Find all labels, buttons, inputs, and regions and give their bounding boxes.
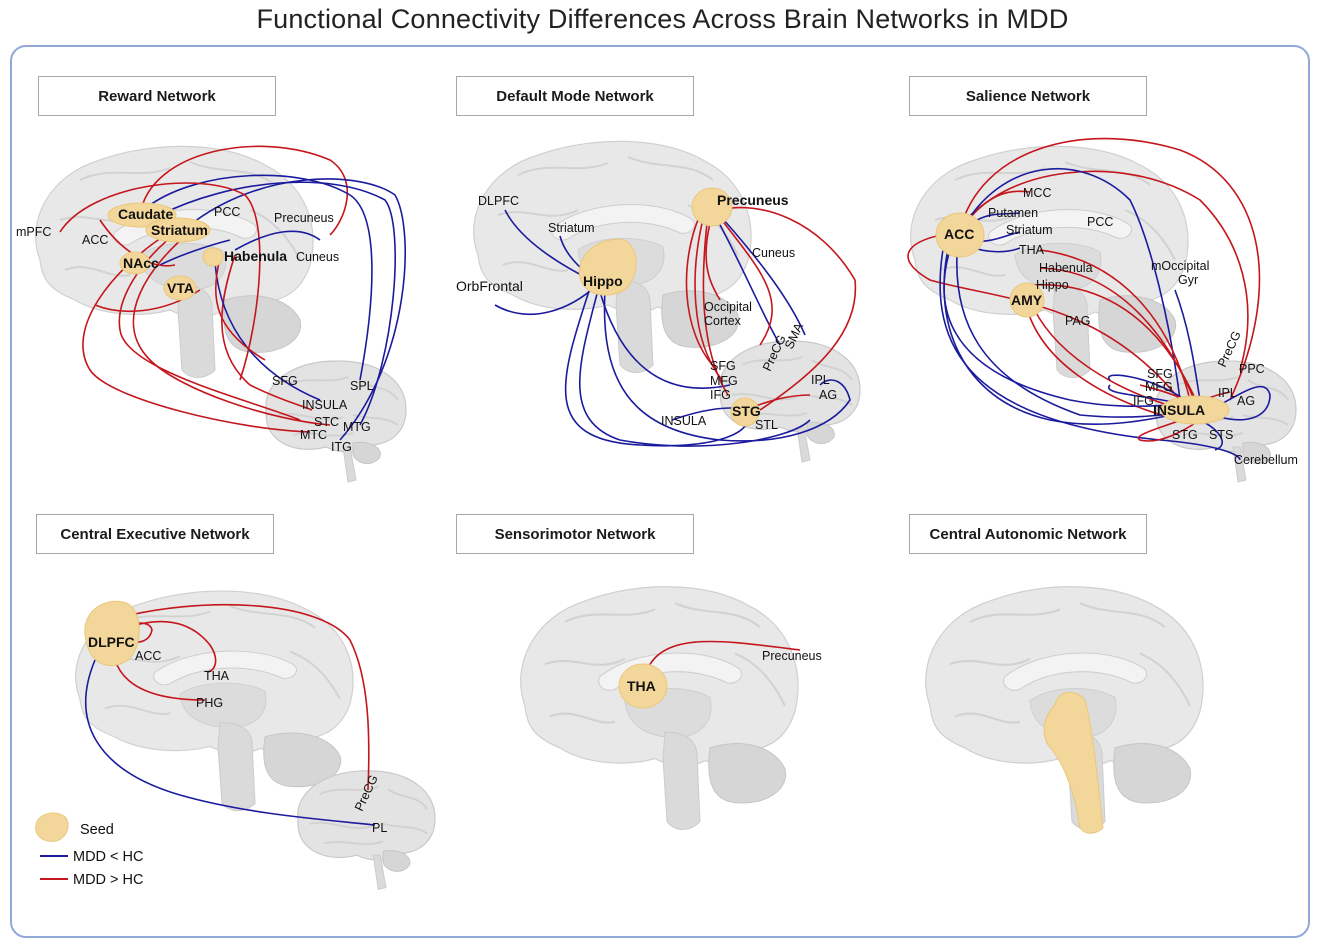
region-label: IFG xyxy=(1133,394,1154,408)
region-label: mOccipital xyxy=(1151,259,1209,273)
legend: Seed MDD < HC MDD > HC xyxy=(35,812,144,888)
region-label: IPL xyxy=(1218,386,1237,400)
region-label: ACC xyxy=(82,233,108,247)
seed-marker xyxy=(1160,395,1230,425)
region-label: Occipital xyxy=(704,300,752,314)
region-label: PAG xyxy=(1065,314,1090,328)
panel-default-mode-network: Precuneus Hippo STG DLPFC Striatum OrbFr… xyxy=(456,140,861,463)
region-label: OrbFrontal xyxy=(456,278,523,294)
figure-frame xyxy=(10,45,1310,938)
region-label: Cortex xyxy=(704,314,742,328)
seed-label: Hippo xyxy=(583,273,623,289)
seed-marker xyxy=(163,275,197,301)
region-label: Cuneus xyxy=(296,250,339,264)
seed-label: NAcc xyxy=(123,255,159,271)
seed-marker xyxy=(618,663,668,709)
region-label: SFG xyxy=(1147,367,1173,381)
seed-label: AMY xyxy=(1011,292,1043,308)
region-label: THA xyxy=(1019,243,1045,257)
seed-marker xyxy=(691,187,733,227)
panel-central-executive-network: DLPFC ACC THA PHG PreCG PL Seed MDD < HC… xyxy=(35,590,437,891)
region-label: IFG xyxy=(710,388,731,402)
region-label: MCC xyxy=(1023,186,1051,200)
region-label: AG xyxy=(1237,394,1255,408)
panel-title-default-mode: Default Mode Network xyxy=(456,76,694,116)
seed-marker xyxy=(730,397,760,427)
region-label: STG xyxy=(1172,428,1198,442)
seed-label: INSULA xyxy=(1153,402,1205,418)
figure-title: Functional Connectivity Differences Acro… xyxy=(256,4,1069,34)
legend-red-label: MDD > HC xyxy=(73,872,144,888)
region-label: MFG xyxy=(710,374,738,388)
region-label: THA xyxy=(204,669,230,683)
seed-marker xyxy=(935,212,985,258)
region-label: PPC xyxy=(1239,362,1265,376)
region-label: MTG xyxy=(343,420,371,434)
region-label: PCC xyxy=(1087,215,1113,229)
seed-marker xyxy=(578,238,637,296)
panel-central-autonomic-network xyxy=(924,585,1205,834)
region-label: INSULA xyxy=(661,414,707,428)
seed-label: Striatum xyxy=(151,222,208,238)
region-label: Habenula xyxy=(1039,261,1093,275)
region-label: Precuneus xyxy=(274,211,334,225)
region-label: STC xyxy=(314,415,339,429)
region-label: PL xyxy=(372,821,387,835)
seed-label: THA xyxy=(627,678,656,694)
region-label: SFG xyxy=(272,374,298,388)
region-label: AG xyxy=(819,388,837,402)
panel-sensorimotor-network: THA Precuneus xyxy=(519,585,822,831)
legend-seed-label: Seed xyxy=(80,822,114,838)
panel-title-sensorimotor: Sensorimotor Network xyxy=(456,514,694,554)
seed-label: ACC xyxy=(944,226,974,242)
region-label: MFG xyxy=(1145,380,1173,394)
region-label: Cuneus xyxy=(752,246,795,260)
region-label: Precuneus xyxy=(762,649,822,663)
seed-marker xyxy=(202,247,224,267)
region-label: ITG xyxy=(331,440,352,454)
seed-label: Habenula xyxy=(224,248,287,264)
region-label: Cerebellum xyxy=(1234,453,1298,467)
legend-blue-label: MDD < HC xyxy=(73,849,144,865)
panel-title-reward: Reward Network xyxy=(38,76,276,116)
region-label: STL xyxy=(755,418,778,432)
seed-marker xyxy=(119,251,151,275)
region-label: SPL xyxy=(350,379,374,393)
region-label: ACC xyxy=(135,649,161,663)
panel-title-central-autonomic: Central Autonomic Network xyxy=(909,514,1147,554)
region-label: MTC xyxy=(300,428,327,442)
region-label: DLPFC xyxy=(478,194,519,208)
legend-seed-swatch xyxy=(35,812,69,842)
region-label: PHG xyxy=(196,696,223,710)
panel-reward-network: Caudate Striatum NAcc Habenula VTA mPFC … xyxy=(16,145,407,483)
seed-label: STG xyxy=(732,403,761,419)
region-label: Hippo xyxy=(1036,278,1069,292)
panel-salience-network: ACC AMY INSULA MCC Putamen PCC Striatum … xyxy=(907,137,1298,483)
region-label: INSULA xyxy=(302,398,348,412)
brain-sagittal-illustration xyxy=(519,585,800,831)
seed-marker xyxy=(84,600,140,667)
seed-brainstem xyxy=(1043,691,1104,834)
region-label: IPL xyxy=(811,373,830,387)
region-label: Gyr xyxy=(1178,273,1198,287)
region-label: SFG xyxy=(710,359,736,373)
panel-title-salience: Salience Network xyxy=(909,76,1147,116)
seed-marker xyxy=(145,217,211,243)
seed-label: Caudate xyxy=(118,206,173,222)
seed-label: DLPFC xyxy=(88,634,135,650)
region-label: Putamen xyxy=(988,206,1038,220)
region-label: PCC xyxy=(214,205,240,219)
panel-title-central-executive: Central Executive Network xyxy=(36,514,274,554)
region-label: Striatum xyxy=(548,221,595,235)
seed-label: Precuneus xyxy=(717,192,789,208)
seed-label: VTA xyxy=(167,280,194,296)
region-label: Striatum xyxy=(1006,223,1053,237)
seed-marker xyxy=(1009,282,1045,318)
region-label: STS xyxy=(1209,428,1233,442)
region-label: mPFC xyxy=(16,225,51,239)
